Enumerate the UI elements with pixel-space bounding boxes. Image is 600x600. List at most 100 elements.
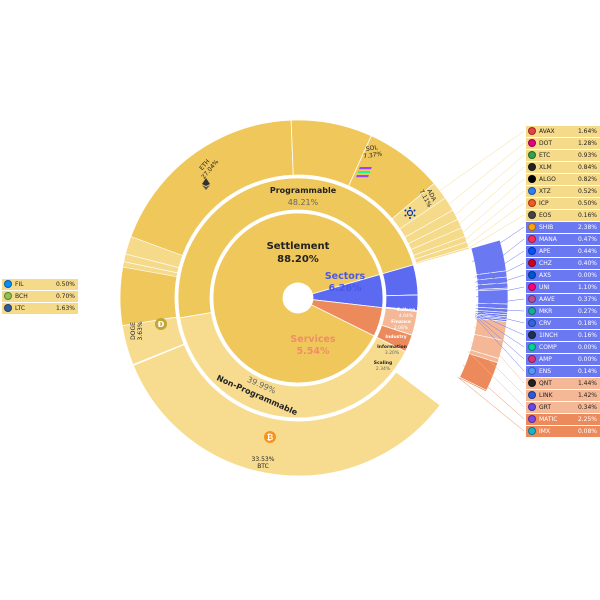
callout-line-link [470,341,525,396]
legend-value: 1.10% [577,283,597,291]
legend-value: 0.50% [577,199,597,207]
legend-name: LTC [15,304,26,312]
legend-right-row-uni: UNI 1.10% [526,282,600,293]
grt-coin-icon [528,403,536,412]
callout-line-mkr [475,308,525,312]
programmable-value: 48.21% [288,198,319,207]
legend-name: GRT [539,403,552,411]
callout-line-axs [475,274,525,291]
aave-coin-icon [528,295,536,304]
btc-icon: ₿ [264,431,276,443]
legend-value: 0.44% [577,247,597,255]
ltc-coin-icon [4,304,12,313]
callout-line-grt [467,351,525,408]
legend-name: AXS [539,271,552,279]
callout-line-eos [468,214,525,249]
information-value: 3.20% [385,350,400,356]
services-value: 5.54% [297,346,330,357]
legend-name: SHIB [539,223,554,231]
callout-line-etc [455,154,525,215]
information-label: Information [377,344,407,350]
finance-value: 2.08% [394,325,409,331]
legend-right-row-algo: ALGO 0.82% [526,174,600,185]
sol-icon [356,167,372,178]
legend-value: 0.82% [577,175,597,183]
legend-value: 2.38% [577,223,597,231]
uni-coin-icon [528,283,536,292]
avax-coin-icon [528,127,536,136]
legend-value: 0.00% [577,343,597,351]
legend-value: 0.47% [577,235,597,243]
legend-value: 0.34% [577,403,597,411]
legend-right-row-icp: ICP 0.50% [526,198,600,209]
callout-line-algo [463,178,525,233]
doge-label: DOGE [130,322,137,340]
legend-name: MATIC [539,415,558,423]
axs-coin-icon [528,271,536,280]
legend-name: ALGO [539,175,556,183]
non-programmable-segment [179,312,406,419]
svg-text:₿: ₿ [267,433,274,442]
link-coin-icon [528,391,536,400]
eth-icon [202,178,210,190]
dot-coin-icon [528,139,536,148]
eos-coin-icon [528,211,536,220]
middle-ring [177,177,419,419]
legend-name: 1INCH [539,331,558,339]
legend-value: 0.16% [577,331,597,339]
legend-right-row-shib: SHIB 2.38% [526,222,600,233]
settlement-value: 88.20% [277,254,319,265]
legend-name: CRV [539,319,552,327]
btc-label: BTC [257,463,269,470]
legend-right-row-1inch: 1INCH 0.16% [526,330,600,341]
legend-value: 0.40% [577,259,597,267]
programmable-label: Programmable [270,186,337,195]
doge-value: 3.63% [137,321,144,340]
callout-line-crv [475,311,525,324]
legend-value: 0.18% [577,319,597,327]
legend-name: LINK [539,391,553,399]
outer-segment-ltc [125,236,183,268]
legend-name: DOT [539,139,553,147]
callout-line-matic [462,364,525,420]
legend-value: 1.44% [577,379,597,387]
algo-coin-icon [528,175,536,184]
legend-name: AMP [539,355,552,363]
legend-name: UNI [539,283,550,291]
callout-line-dot [448,142,525,205]
sol-value: 7.37% [363,151,383,161]
legend-value: 0.14% [577,367,597,375]
legend-value: 0.52% [577,187,597,195]
outer-segment-shib [470,239,507,276]
scaling-value: 2.34% [376,366,391,372]
legend-value: 1.42% [577,391,597,399]
legend-value: 1.28% [577,139,597,147]
legend-name: MKR [539,307,553,315]
scaling-segment [376,324,413,353]
finance-label: Finance [391,319,411,325]
legend-name: ETC [539,151,551,159]
legend-value: 0.50% [55,280,75,288]
xlm-coin-icon [528,163,536,172]
ens-coin-icon [528,367,536,376]
legend-name: EOS [539,211,552,219]
legend-name: IMX [539,427,551,435]
programmable-segment [177,177,414,319]
amp-coin-icon [528,355,536,364]
legend-name: ICP [539,199,549,207]
culture-label: Culture [397,307,416,313]
1inch-coin-icon [528,331,536,340]
callout-line-avax [439,130,525,191]
legend-right-row-grt: GRT 0.34% [526,402,600,413]
